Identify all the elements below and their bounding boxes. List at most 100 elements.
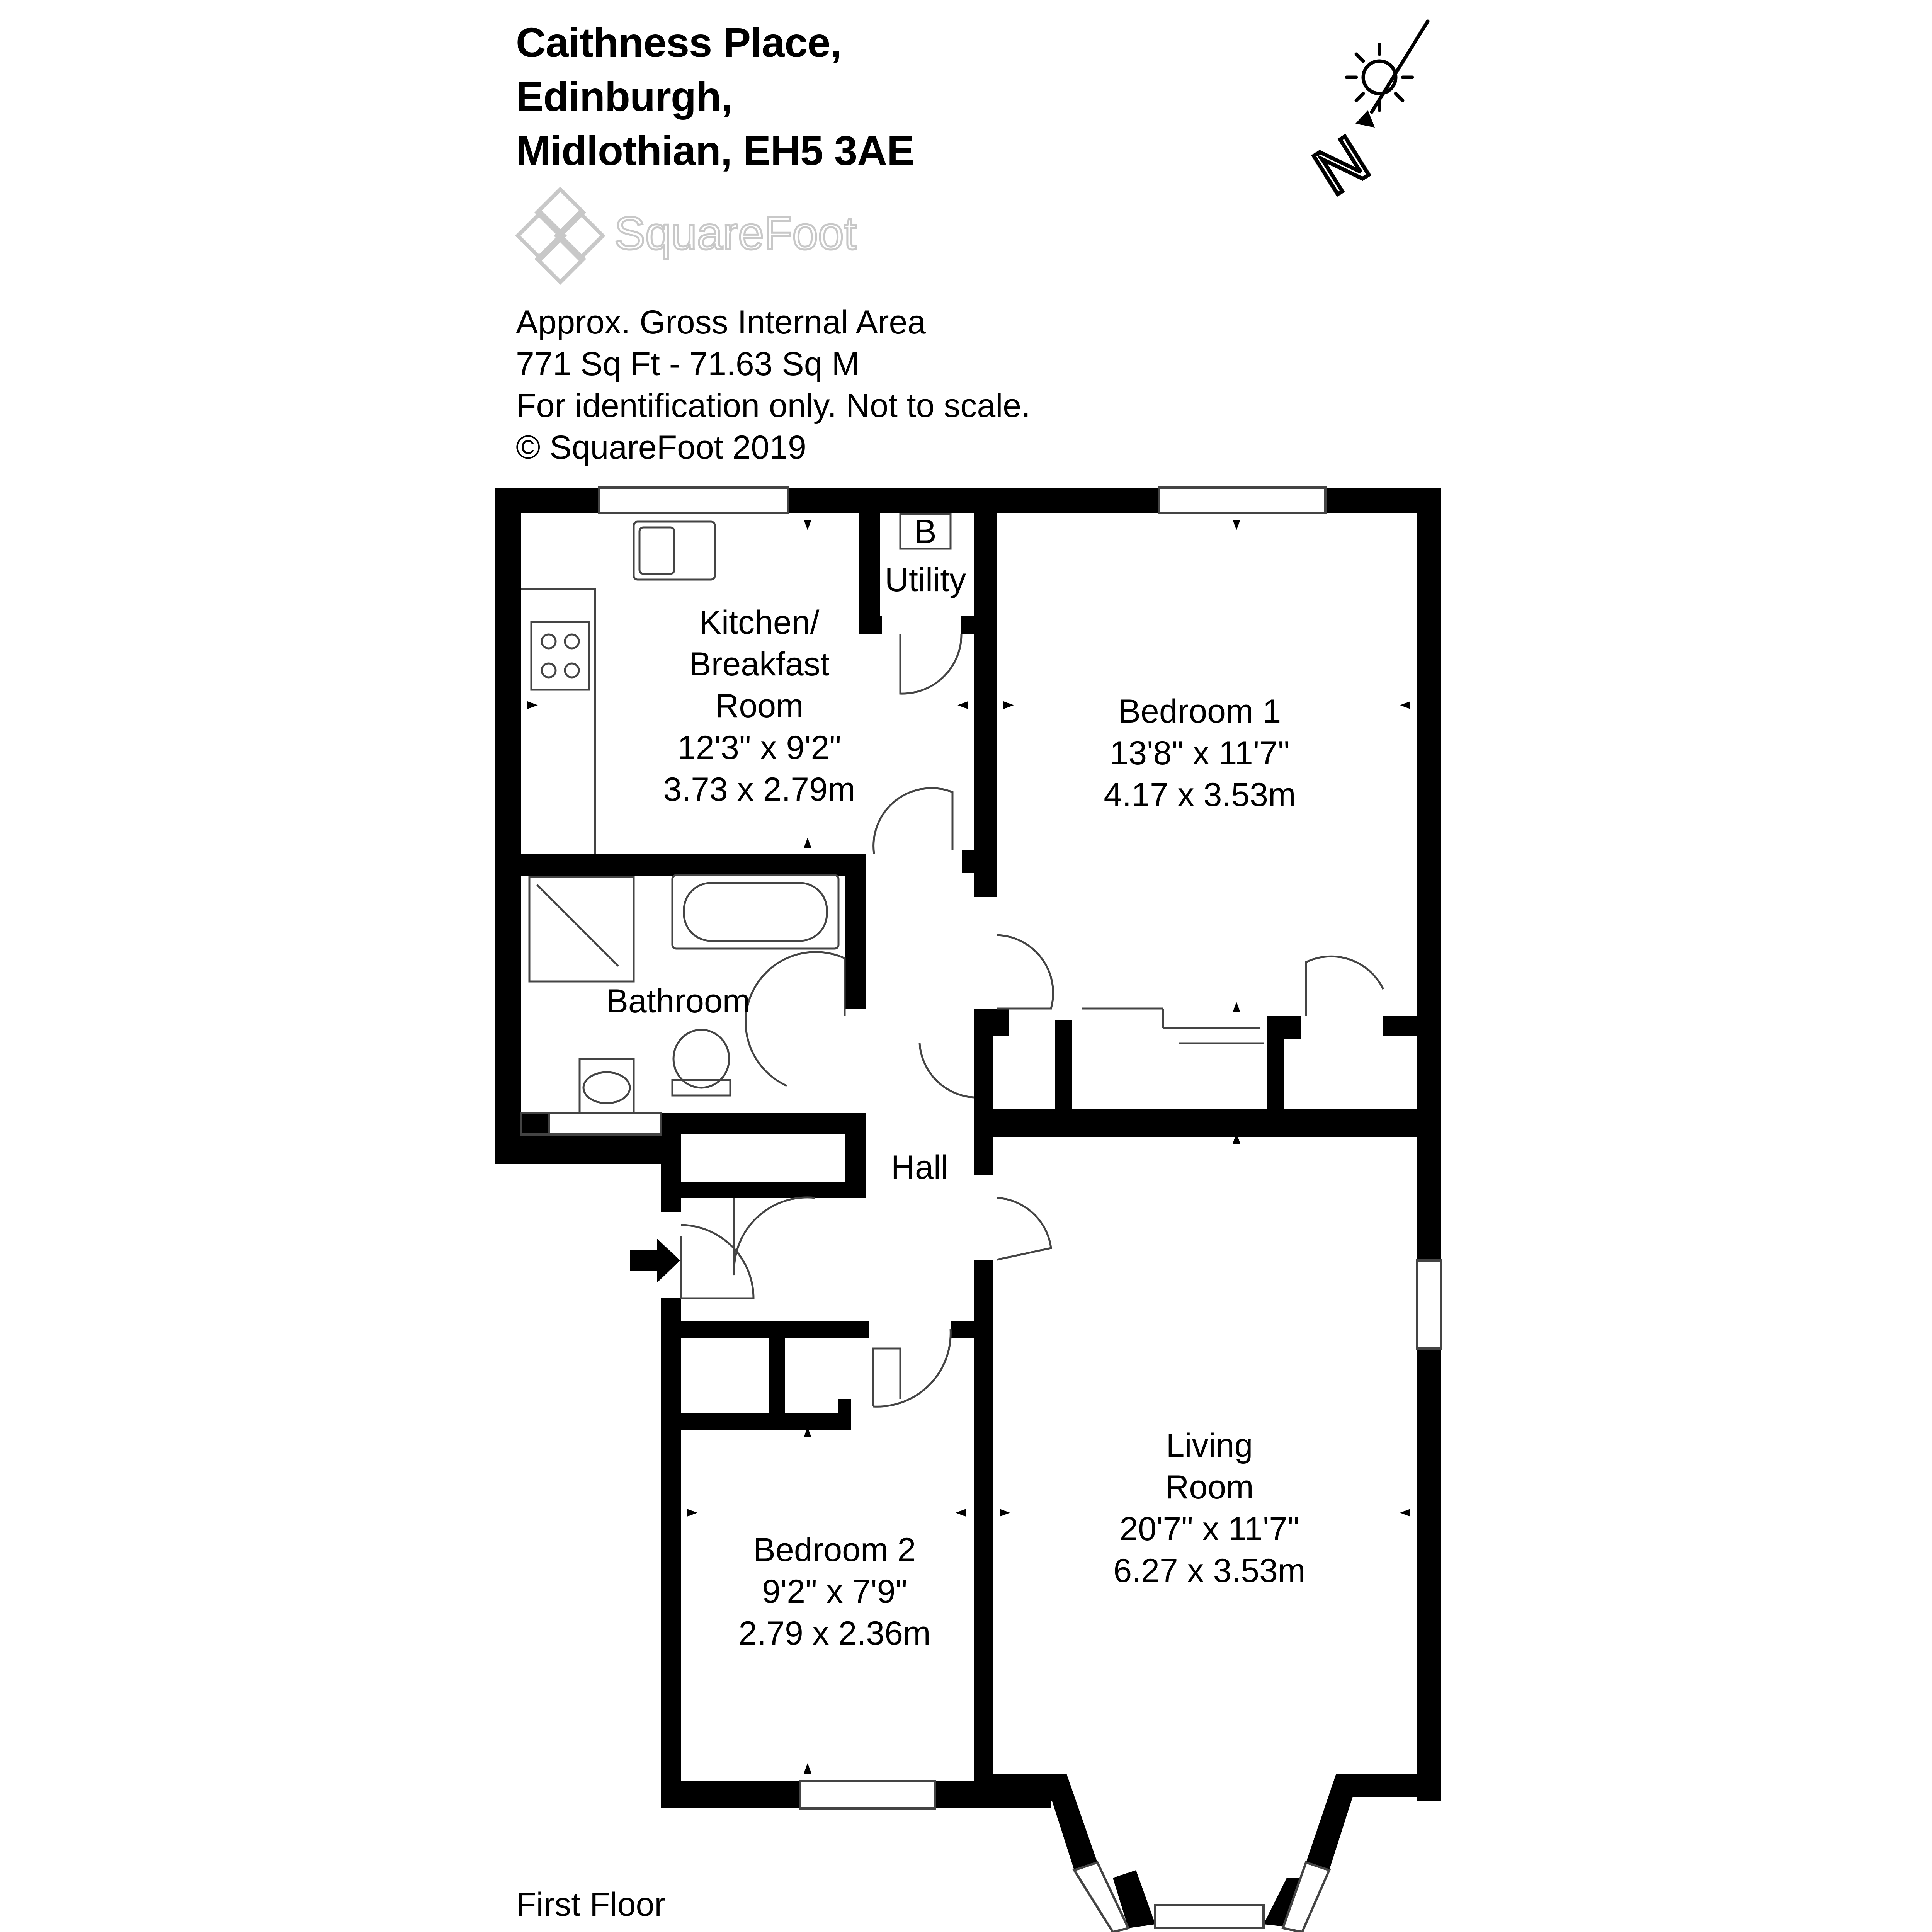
bedroom1-imperial: 13'8" x 11'7" xyxy=(1110,735,1289,772)
wall xyxy=(845,854,866,1009)
arrow xyxy=(804,838,811,848)
wall xyxy=(974,1009,993,1175)
bedroom2-imperial: 9'2" x 7'9" xyxy=(762,1573,907,1610)
sink-icon xyxy=(633,520,716,581)
arrow xyxy=(1400,1509,1410,1517)
hob-ring xyxy=(541,633,557,650)
address-line-3: Midlothian, EH5 3AE xyxy=(516,127,915,174)
utility-door xyxy=(899,634,963,695)
boiler-label: B xyxy=(914,513,936,550)
living-metric: 6.27 x 3.53m xyxy=(1113,1552,1305,1589)
logo-text: SquareFoot xyxy=(614,207,857,259)
kitchen-name-2: Breakfast xyxy=(689,646,829,683)
living-name-1: Living xyxy=(1166,1427,1253,1464)
arrow xyxy=(1000,1509,1010,1517)
basin-bowl xyxy=(582,1071,631,1104)
arrow xyxy=(1233,1002,1240,1012)
wall xyxy=(661,1134,681,1212)
squarefoot-logo: SquareFoot xyxy=(515,186,858,285)
window xyxy=(1158,486,1327,514)
toilet-bowl xyxy=(672,1029,730,1089)
shower-diagonal xyxy=(536,884,619,967)
basin-icon xyxy=(578,1058,635,1114)
cupboard-door xyxy=(918,1043,974,1099)
window xyxy=(1281,1861,1331,1932)
kitchen-door xyxy=(872,787,954,854)
arrow xyxy=(687,1509,697,1517)
arrow xyxy=(804,1427,811,1437)
hob-icon xyxy=(530,621,590,691)
wall xyxy=(974,488,997,897)
window xyxy=(1416,1259,1442,1350)
bedroom2-name: Bedroom 2 xyxy=(753,1531,916,1568)
arrow xyxy=(956,1509,966,1517)
arrow xyxy=(1400,701,1410,709)
window xyxy=(548,1112,662,1136)
address-block: Caithness Place, Edinburgh, Midlothian, … xyxy=(516,15,915,178)
arrow xyxy=(804,520,811,530)
entrance-arrow-icon xyxy=(630,1238,680,1283)
bedroom1-door xyxy=(997,934,1054,1010)
closet-door xyxy=(733,1196,816,1276)
address-line-1: Caithness Place, xyxy=(516,19,842,66)
bedroom2-door xyxy=(873,1329,952,1408)
bath-icon xyxy=(671,874,840,950)
bedroom2-metric: 2.79 x 2.36m xyxy=(738,1615,930,1652)
arrow xyxy=(1233,1133,1240,1144)
hob-ring xyxy=(564,633,580,650)
wardrobe-door xyxy=(1305,955,1384,1016)
front-door xyxy=(680,1224,755,1299)
kitchen-imperial: 12'3" x 9'2" xyxy=(677,729,841,766)
window xyxy=(1154,1904,1265,1929)
wall xyxy=(1383,1016,1441,1036)
window xyxy=(598,486,789,514)
arrow xyxy=(804,1763,811,1774)
living-imperial: 20'7" x 11'7" xyxy=(1119,1510,1299,1548)
wall xyxy=(1113,1870,1155,1928)
wall xyxy=(681,1321,785,1338)
wall-corner xyxy=(520,1112,550,1136)
walls xyxy=(495,488,1441,1928)
wall xyxy=(661,1298,681,1808)
wall xyxy=(974,1260,993,1808)
area-info: Approx. Gross Internal Area 771 Sq Ft - … xyxy=(516,301,1031,468)
wall xyxy=(661,1413,851,1430)
toilet-cistern xyxy=(671,1079,731,1097)
wall xyxy=(974,1109,1441,1137)
arrow xyxy=(527,701,538,709)
address-line-2: Edinburgh, xyxy=(516,73,733,120)
bath-inner xyxy=(683,882,828,942)
wall xyxy=(838,1399,851,1430)
area-value: 771 Sq Ft - 71.63 Sq M xyxy=(516,345,860,383)
hall-name: Hall xyxy=(891,1149,948,1186)
hob-ring xyxy=(564,662,580,679)
bathroom-door xyxy=(745,951,846,1087)
bedroom1-metric: 4.17 x 3.53m xyxy=(1104,776,1296,813)
sun-north-arrow-icon: N xyxy=(1300,19,1430,205)
hob-ring xyxy=(541,662,557,679)
kitchen-metric: 3.73 x 2.79m xyxy=(663,771,855,808)
utility-name: Utility xyxy=(885,561,966,599)
wall xyxy=(962,850,997,873)
copyright: © SquareFoot 2019 xyxy=(516,429,806,466)
wall xyxy=(1417,488,1441,1260)
measure-arrows xyxy=(527,520,1410,1774)
wall xyxy=(951,1321,993,1338)
kitchen-name-3: Room xyxy=(715,687,803,724)
kitchen-worktop xyxy=(521,588,596,854)
kitchen-name-1: Kitchen/ xyxy=(699,604,820,641)
fixtures xyxy=(521,513,1384,1408)
wall xyxy=(1055,1020,1072,1113)
wall xyxy=(495,488,521,1164)
wall xyxy=(681,1182,866,1198)
arrow xyxy=(1003,701,1014,709)
shower-tray xyxy=(528,876,635,983)
wall xyxy=(1267,1016,1284,1113)
arrow xyxy=(1233,520,1240,530)
sink-bowl xyxy=(638,526,675,575)
window xyxy=(799,1780,936,1810)
wall xyxy=(495,854,866,876)
arrow xyxy=(957,701,968,709)
area-title: Approx. Gross Internal Area xyxy=(516,304,926,341)
